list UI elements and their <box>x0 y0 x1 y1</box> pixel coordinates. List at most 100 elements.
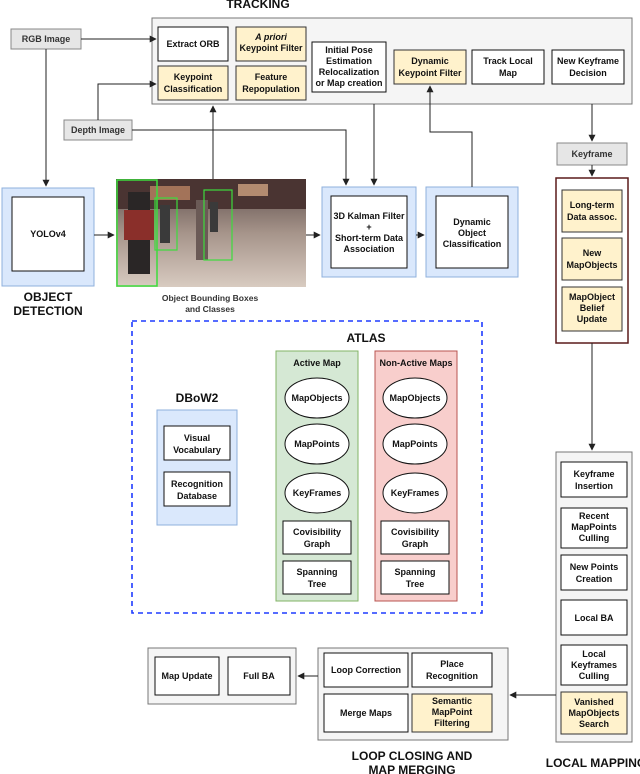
arrow-depth-to-kalman <box>132 129 350 186</box>
active-spanning-label-1: Spanning <box>297 567 338 577</box>
tracking-title: TRACKING <box>226 0 289 11</box>
place-recognition-box <box>411 652 493 688</box>
belief-update-box <box>561 286 623 332</box>
dynamic-object-label-1: Dynamic <box>453 217 491 227</box>
apriori-filter-box <box>235 26 307 62</box>
new-points-creation-box <box>560 554 628 591</box>
arrow-depth-to-keypoint <box>97 80 157 120</box>
belief-update-label-3: Update <box>577 314 608 324</box>
recent-mappoints-culling-box <box>560 507 628 549</box>
recent-mappoints-culling-label-1: Recent <box>579 511 609 521</box>
semantic-filtering-box <box>411 693 493 733</box>
long-term-assoc-box <box>561 189 623 233</box>
semantic-filtering-label-2: MapPoint <box>432 707 473 717</box>
vanished-mapobjects-label-1: Vanished <box>574 697 614 707</box>
kalman-label-3: Short-term Data <box>335 233 404 243</box>
extract-orb-box <box>157 26 229 62</box>
dynamic-object-label-3: Classification <box>443 239 502 249</box>
keyframe-label: Keyframe <box>571 149 612 159</box>
vanished-mapobjects-box <box>560 691 628 735</box>
belief-update-label-1: MapObject <box>569 292 615 302</box>
local-ba-label: Local BA <box>574 613 614 623</box>
recognition-database-box <box>163 471 231 507</box>
kalman-label-2: + <box>366 222 371 232</box>
semantic-filtering-label-1: Semantic <box>432 696 472 706</box>
nonactive-spanning-box <box>380 560 450 595</box>
merge-maps-label: Merge Maps <box>340 708 392 718</box>
track-local-map-label-1: Track Local <box>483 56 533 66</box>
feature-repopulation-label-2: Repopulation <box>242 84 300 94</box>
keypoint-classification-label-1: Keypoint <box>174 72 213 82</box>
loop-correction-label: Loop Correction <box>331 665 401 675</box>
recognition-database-label-2: Database <box>177 491 217 501</box>
dynamic-object-label-2: Object <box>458 228 486 238</box>
local-ba-box <box>560 599 628 636</box>
initial-pose-label-2: Estimation <box>326 56 372 66</box>
nonactive-spanning-label-1: Spanning <box>395 567 436 577</box>
place-recognition-label-2: Recognition <box>426 671 478 681</box>
recent-mappoints-culling-label-2: MapPoints <box>571 522 617 532</box>
loop-correction-box <box>323 652 409 688</box>
active-covisibility-box <box>282 520 352 555</box>
feature-repopulation-label-1: Feature <box>255 72 288 82</box>
dynamic-keypoint-filter-label-1: Dynamic <box>411 56 449 66</box>
yolo-box <box>11 196 85 272</box>
active-covisibility-label-1: Covisibility <box>293 527 341 537</box>
local-mapping-title: LOCAL MAPPING <box>546 756 640 770</box>
active-map-title: Active Map <box>293 358 341 368</box>
nonactive-mappoints-label: MapPoints <box>392 439 438 449</box>
active-keyframes-node <box>284 472 350 514</box>
active-spanning-box <box>282 560 352 595</box>
map-update-box <box>154 656 220 696</box>
track-local-map-box <box>471 49 545 85</box>
nonactive-mapobjects-label: MapObjects <box>389 393 440 403</box>
active-covisibility-label-2: Graph <box>304 539 331 549</box>
keyframe-insertion-label-2: Insertion <box>575 481 613 491</box>
full-ba-box <box>227 656 291 696</box>
nonactive-spanning-label-2: Tree <box>406 579 425 589</box>
object-detection-title-1: OBJECT <box>24 290 73 304</box>
bounding-box-photo <box>116 179 306 287</box>
active-mapobjects-label: MapObjects <box>291 393 342 403</box>
yolo-label: YOLOv4 <box>30 229 66 239</box>
dbow-title: DBoW2 <box>176 391 219 405</box>
semantic-filtering-label-3: Filtering <box>434 718 470 728</box>
active-mappoints-node <box>284 423 350 465</box>
track-local-map-label-2: Map <box>499 68 518 78</box>
local-keyframes-culling-label-3: Culling <box>579 671 610 681</box>
keyframe-insertion-box <box>560 461 628 498</box>
new-keyframe-decision-box <box>551 49 625 85</box>
new-points-creation-label-2: Creation <box>576 574 613 584</box>
initial-pose-label-4: or Map creation <box>315 78 382 88</box>
apriori-label-2: Keypoint Filter <box>239 43 303 53</box>
map-update-label: Map Update <box>161 671 212 681</box>
new-points-creation-label-1: New Points <box>570 562 619 572</box>
connections <box>42 35 596 699</box>
object-detection-title-2: DETECTION <box>13 304 82 318</box>
atlas-title: ATLAS <box>346 331 385 345</box>
kalman-label-1: 3D Kalman Filter <box>333 211 405 221</box>
initial-pose-box <box>311 41 387 93</box>
active-mapobjects-node <box>284 377 350 419</box>
depth-image-label: Depth Image <box>71 125 125 135</box>
initial-pose-label-1: Initial Pose <box>325 45 373 55</box>
keypoint-classification-box <box>157 65 229 101</box>
nonactive-mappoints-node <box>382 423 448 465</box>
full-ba-label: Full BA <box>243 671 275 681</box>
nonactive-covisibility-box <box>380 520 450 555</box>
new-mapobjects-label-2: MapObjects <box>566 260 617 270</box>
photo-caption-1: Object Bounding Boxes <box>162 293 259 303</box>
apriori-label-1: A priori <box>254 32 287 42</box>
nonactive-keyframes-label: KeyFrames <box>391 488 440 498</box>
visual-vocabulary-label-2: Vocabulary <box>173 445 221 455</box>
new-keyframe-decision-label-2: Decision <box>569 68 607 78</box>
photo-caption-2: and Classes <box>185 304 235 314</box>
arrow-dynamic-to-filter <box>426 85 473 187</box>
active-keyframes-label: KeyFrames <box>293 488 342 498</box>
feature-repopulation-box <box>235 65 307 101</box>
visual-vocabulary-label-1: Visual <box>184 433 210 443</box>
loop-closing-title-1: LOOP CLOSING AND <box>352 749 473 763</box>
nonactive-mapobjects-node <box>382 377 448 419</box>
kalman-box <box>330 195 408 269</box>
vanished-mapobjects-label-2: MapObjects <box>568 708 619 718</box>
